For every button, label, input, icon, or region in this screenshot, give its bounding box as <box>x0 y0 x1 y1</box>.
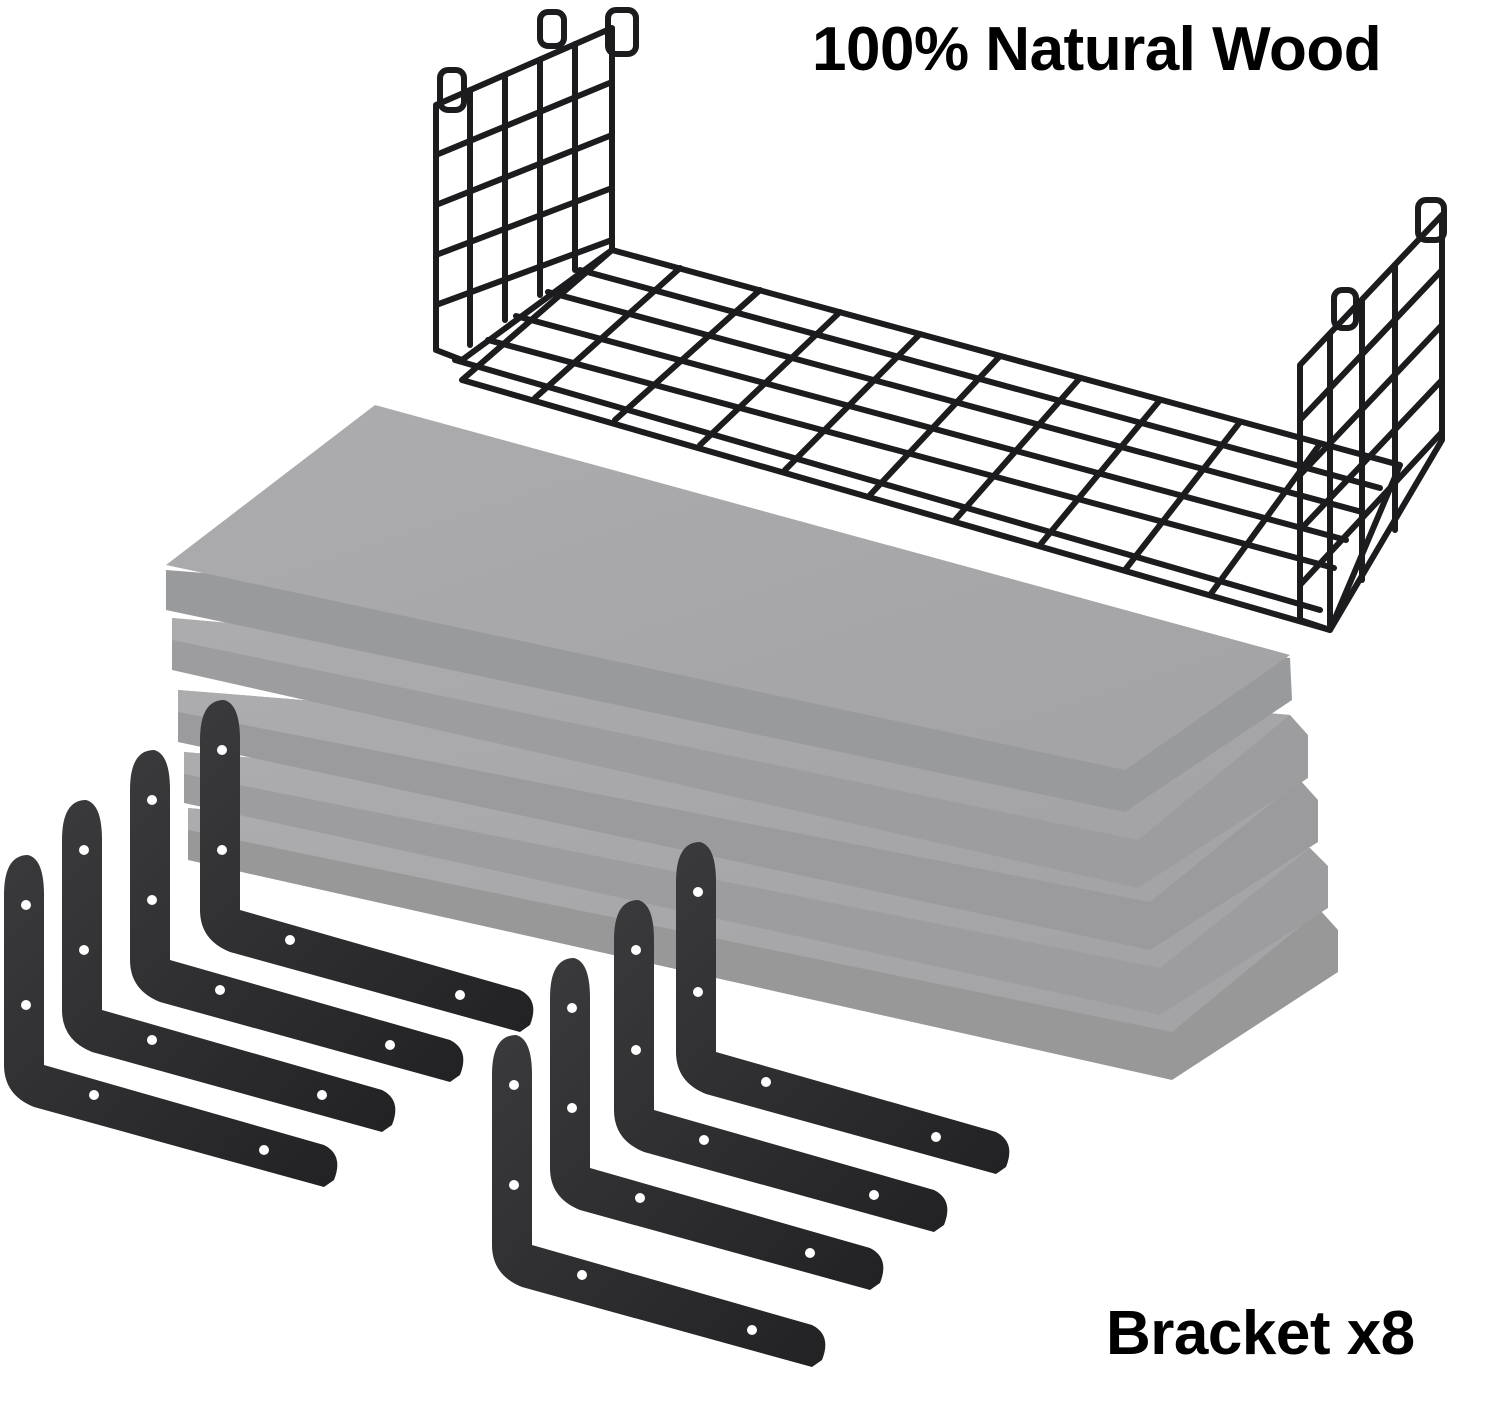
bracket <box>200 700 534 1032</box>
material-caption: 100% Natural Wood <box>812 15 1382 84</box>
shelf-stack <box>166 405 1338 1080</box>
bracket <box>4 855 338 1187</box>
bracket <box>614 900 948 1232</box>
basket-right-panel <box>1297 212 1445 633</box>
bracket-count-caption: Bracket x8 <box>1106 1299 1415 1368</box>
bracket <box>676 842 1010 1174</box>
bracket <box>130 750 464 1082</box>
basket-left-panel <box>433 25 615 363</box>
bracket <box>62 800 396 1132</box>
bracket <box>492 1035 826 1367</box>
bracket <box>550 958 884 1290</box>
wire-basket <box>433 7 1447 633</box>
bracket-group <box>4 700 1010 1367</box>
shelf-board-top <box>166 405 1292 812</box>
